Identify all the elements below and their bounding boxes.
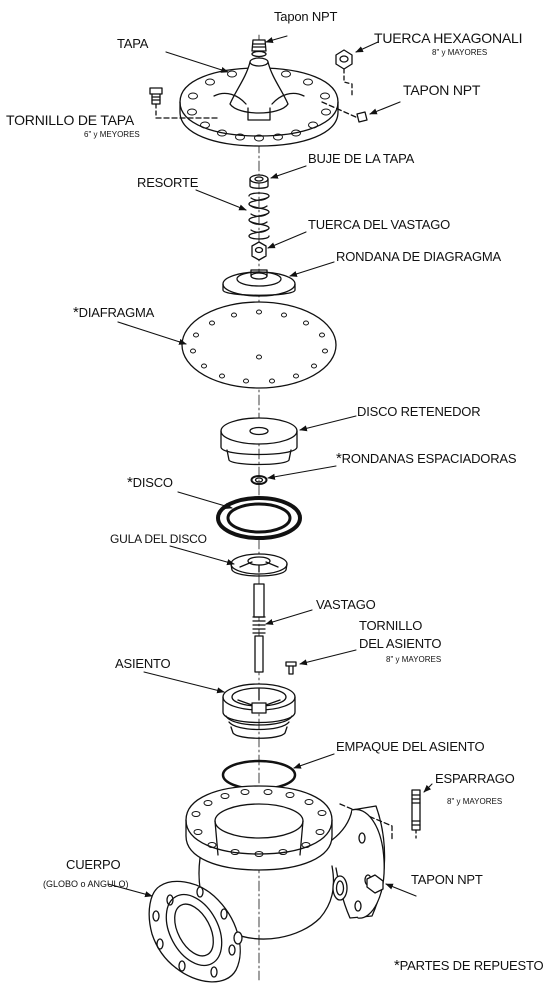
tuerca-del-vastago-part xyxy=(251,241,267,261)
rondana-de-diagragma-part xyxy=(222,269,296,297)
label-rondanas-mark: * xyxy=(336,450,342,467)
label-resorte: RESORTE xyxy=(137,175,199,190)
label-tuerca-hexagonal-note: 8" y MAYORES xyxy=(432,48,488,57)
label-esparrago: ESPARRAGO xyxy=(435,771,515,786)
label-tapa: TAPA xyxy=(117,36,149,51)
label-asiento: ASIENTO xyxy=(115,656,171,671)
tapon-npt-right-part xyxy=(321,101,368,123)
rondanas-espaciadoras-part xyxy=(250,475,268,485)
tuerca-hexagonal-part xyxy=(335,49,353,97)
label-disco-text: DISCO xyxy=(132,475,173,490)
resorte-part xyxy=(248,192,270,240)
label-tuerca-del-vastago: TUERCA DEL VASTAGO xyxy=(308,217,451,232)
label-disco-retenedor: DISCO RETENEDOR xyxy=(357,404,481,419)
cuerpo-part xyxy=(148,785,386,983)
label-rondanas-text: RONDANAS ESPACIADORAS xyxy=(341,451,517,466)
tapon-npt-top-part xyxy=(251,39,267,58)
label-del-asiento: DEL ASIENTO xyxy=(359,636,442,651)
label-tornillo: TORNILLO xyxy=(359,618,423,633)
tornillo-de-tapa-part xyxy=(149,87,221,119)
label-esparrago-note: 8" y MAYORES xyxy=(447,797,503,806)
label-tornillo-de-tapa: TORNILLO DE TAPA xyxy=(6,112,135,128)
label-vastago: VASTAGO xyxy=(316,597,376,612)
vastago-part xyxy=(252,583,266,673)
label-disco-mark: * xyxy=(127,474,133,491)
label-tornillo-asiento-note: 8" y MAYORES xyxy=(386,655,442,664)
esparrago-part xyxy=(339,789,421,841)
disco-part xyxy=(216,496,302,540)
gula-del-disco-part xyxy=(230,553,288,577)
tapon-npt-bottom-part xyxy=(366,874,384,894)
disco-retenedor-part xyxy=(220,417,298,466)
label-buje-de-la-tapa: BUJE DE LA TAPA xyxy=(308,151,415,166)
diafragma-part xyxy=(181,301,337,389)
label-partes-mark: * xyxy=(394,957,400,974)
tornillo-del-asiento-part xyxy=(285,661,297,675)
label-cuerpo-note: (GLOBO o ANGULO) xyxy=(43,879,129,889)
tapa-bolt-holes xyxy=(187,70,331,142)
label-partes-de-repuesto: *PARTES DE REPUESTO xyxy=(394,957,544,974)
label-disco: *DISCO xyxy=(127,474,173,491)
label-diafragma: *DIAFRAGMA xyxy=(73,304,155,321)
label-tornillo-de-tapa-note: 6" y MEYORES xyxy=(84,130,140,139)
label-partes-text: PARTES DE REPUESTO xyxy=(399,958,544,973)
label-tapon-npt-right: TAPON NPT xyxy=(403,82,481,98)
label-tapon-npt-bottom: TAPON NPT xyxy=(411,872,483,887)
label-rondanas-espaciadoras: *RONDANAS ESPACIADORAS xyxy=(336,450,517,467)
label-empaque-del-asiento: EMPAQUE DEL ASIENTO xyxy=(336,739,485,754)
label-gula-del-disco: GULA DEL DISCO xyxy=(110,532,207,546)
label-rondana-de-diagragma: RONDANA DE DIAGRAGMA xyxy=(336,249,502,264)
label-tuerca-hexagonal: TUERCA HEXAGONALI xyxy=(374,30,523,46)
label-tapon-npt-top: Tapon NPT xyxy=(274,9,338,24)
asiento-part xyxy=(222,683,296,739)
label-cuerpo: CUERPO xyxy=(66,857,121,872)
leader-arrows xyxy=(107,35,433,898)
tapa-part xyxy=(179,57,339,147)
buje-de-la-tapa-part xyxy=(249,174,269,189)
label-diafragma-mark: * xyxy=(73,304,79,321)
label-diafragma-text: DIAFRAGMA xyxy=(78,305,155,320)
